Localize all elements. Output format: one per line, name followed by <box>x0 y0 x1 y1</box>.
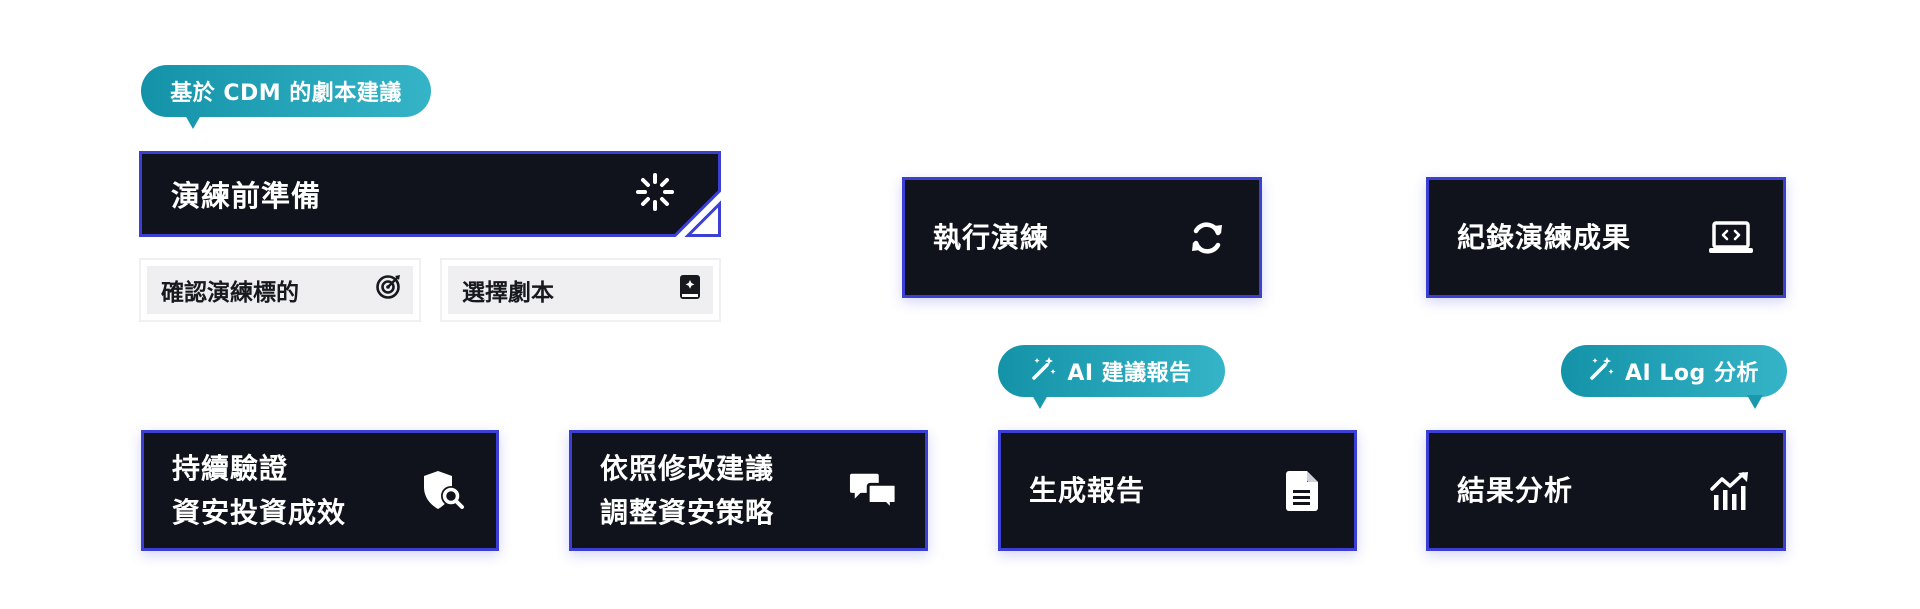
step-execute-label: 執行演練 <box>933 220 1050 254</box>
step-prepare: 演練前準備 <box>139 151 721 237</box>
step-generate-report-label: 生成報告 <box>1029 473 1146 507</box>
shield-search-icon <box>420 467 468 515</box>
step-record: 紀錄演練成果 <box>1426 177 1786 298</box>
target-icon <box>375 274 401 306</box>
chat-bubbles-icon <box>849 467 897 515</box>
step-continuous-line2: 資安投資成效 <box>172 495 347 529</box>
step-prepare-label: 演練前準備 <box>171 179 322 213</box>
substep-confirm-target-label: 確認演練標的 <box>161 280 299 306</box>
step-execute: 執行演練 <box>902 177 1262 298</box>
document-icon <box>1278 467 1326 515</box>
step-record-label: 紀錄演練成果 <box>1457 220 1632 254</box>
chart-trend-icon <box>1707 467 1755 515</box>
refresh-icon <box>1183 214 1231 262</box>
step-result-analysis: 結果分析 <box>1426 430 1786 551</box>
loading-spinner-icon <box>635 172 675 216</box>
step-adjust-strategy: 依照修改建議 調整資安策略 <box>569 430 928 551</box>
step-adjust-line2: 調整資安策略 <box>600 495 775 529</box>
substep-choose-script: 選擇劇本 <box>440 258 721 322</box>
cdm-suggestion-label: 基於 CDM 的劇本建議 <box>170 81 402 106</box>
laptop-code-icon <box>1707 214 1755 262</box>
magic-wand-icon <box>1031 355 1057 387</box>
ai-report-label: AI 建議報告 <box>1067 361 1192 386</box>
substep-choose-script-label: 選擇劇本 <box>462 280 554 306</box>
step-adjust-line1: 依照修改建議 <box>600 451 775 485</box>
magic-wand-icon <box>1589 355 1615 387</box>
book-icon <box>679 274 701 306</box>
ai-report-bubble: AI 建議報告 <box>998 345 1225 409</box>
step-result-analysis-label: 結果分析 <box>1457 473 1574 507</box>
step-generate-report: 生成報告 <box>998 430 1357 551</box>
step-continuous-verify: 持續驗證 資安投資成效 <box>141 430 499 551</box>
ai-log-label: AI Log 分析 <box>1625 361 1759 386</box>
ai-log-bubble: AI Log 分析 <box>1561 345 1787 409</box>
cdm-suggestion-bubble: 基於 CDM 的劇本建議 <box>141 65 431 129</box>
substep-confirm-target: 確認演練標的 <box>139 258 421 322</box>
step-continuous-line1: 持續驗證 <box>172 451 289 485</box>
